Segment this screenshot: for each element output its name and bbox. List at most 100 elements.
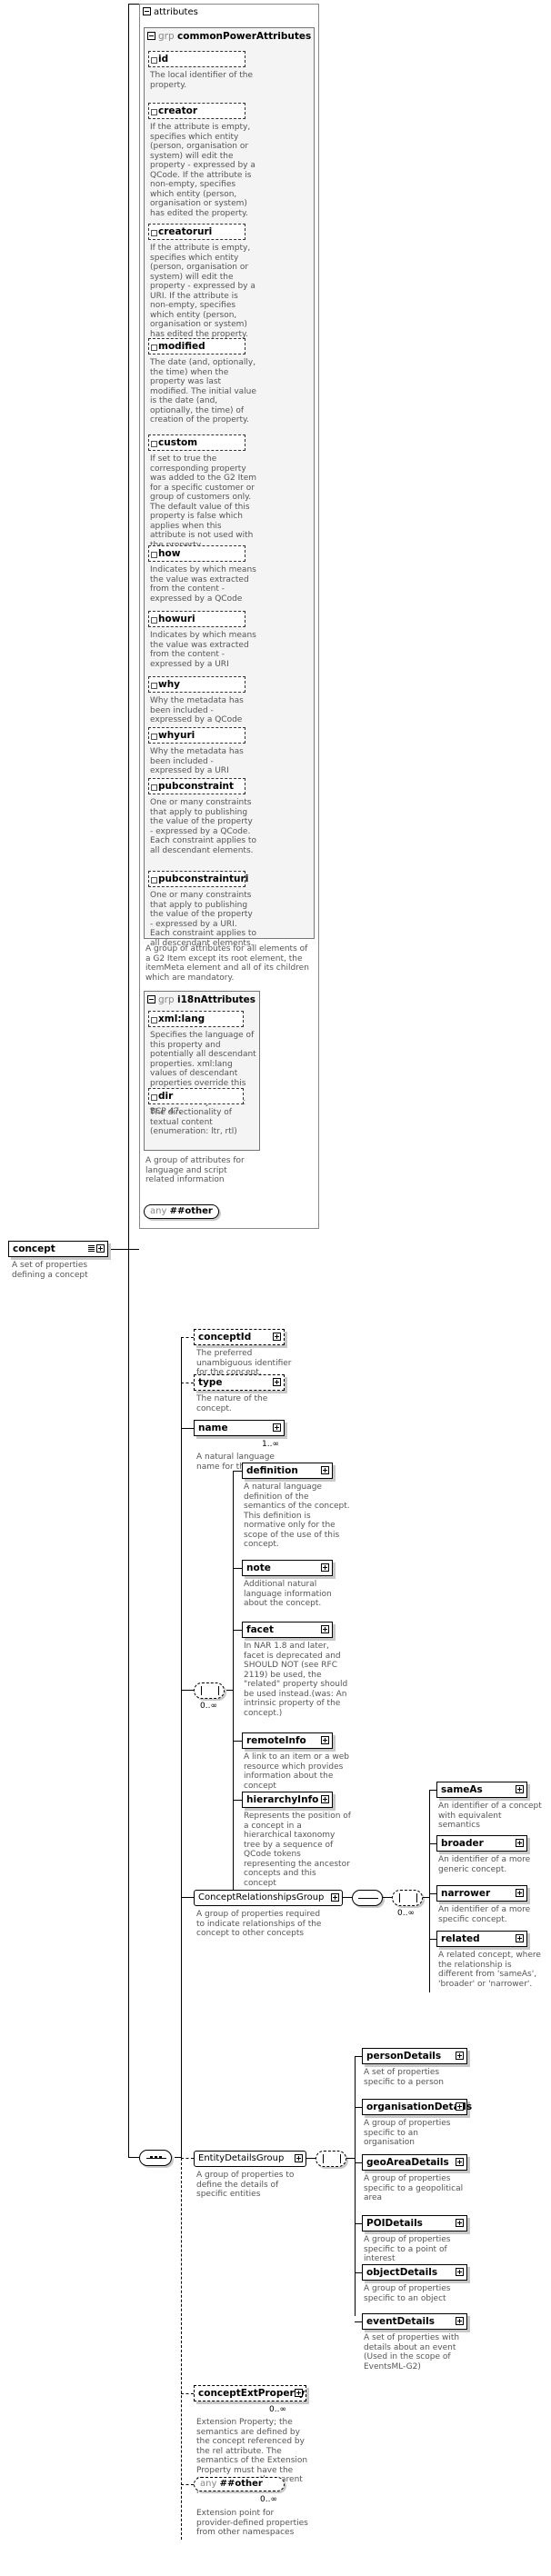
attribute-name: creatoruri — [158, 226, 213, 237]
element-hierarchyInfo[interactable]: hierarchyInfo — [242, 1792, 333, 1808]
expand-icon[interactable] — [321, 1563, 329, 1572]
connector — [128, 1249, 139, 1250]
attribute-icon — [151, 617, 157, 624]
expand-icon[interactable] — [273, 1333, 281, 1341]
collapse-icon[interactable] — [147, 32, 155, 40]
attribute-description: If the attribute is empty, specifies whi… — [150, 123, 255, 218]
element-eventDetails[interactable]: eventDetails — [362, 2313, 467, 2330]
element-description: An identifier of a more specific concept… — [438, 1905, 531, 1924]
expand-icon[interactable] — [516, 1839, 524, 1847]
group-description: A group of attributes for all elements o… — [145, 944, 309, 983]
expand-icon[interactable] — [456, 2102, 464, 2111]
element-remoteInfo[interactable]: remoteInfo — [242, 1732, 333, 1749]
attribute-description: Indicates by which means the value was e… — [150, 631, 256, 669]
expand-icon[interactable] — [321, 1795, 329, 1803]
attribute-modified[interactable]: modified — [148, 338, 245, 354]
element-broader[interactable]: broader — [436, 1835, 527, 1852]
expand-icon[interactable] — [516, 1934, 524, 1942]
element-organisationDetails[interactable]: organisationDetails — [362, 2099, 472, 2115]
expand-icon[interactable] — [321, 1466, 329, 1474]
element-related[interactable]: related — [436, 1931, 527, 1947]
group-header[interactable]: grp commonPowerAttributes — [147, 31, 311, 42]
element-conceptId[interactable]: conceptId — [194, 1329, 285, 1345]
element-description: A group of properties specific to an org… — [364, 2119, 451, 2147]
attribute-name: pubconstrainturi — [158, 874, 249, 884]
element-facet[interactable]: facet — [242, 1622, 333, 1638]
attribute-pubconstraint[interactable]: pubconstraint — [148, 778, 245, 794]
attribute-pubconstrainturi[interactable]: pubconstrainturi — [148, 871, 249, 887]
sequence-compositor[interactable] — [139, 2150, 172, 2166]
expand-icon[interactable] — [456, 2052, 464, 2060]
expand-icon[interactable] — [295, 2389, 303, 2397]
attribute-xml-lang[interactable]: xml:lang — [148, 1011, 244, 1027]
expand-icon[interactable] — [321, 1625, 329, 1633]
element-concept-ext-property[interactable]: conceptExtProperty — [194, 2385, 306, 2401]
choice-occurrence: 0..∞ — [200, 1702, 217, 1711]
attribute-description: One or many constraints that apply to pu… — [150, 891, 256, 948]
concept-relationships-group[interactable]: ConceptRelationshipsGroup — [194, 1890, 343, 1906]
element-geoAreaDetails[interactable]: geoAreaDetails — [362, 2154, 467, 2171]
expand-icon[interactable] — [456, 2158, 464, 2166]
element-type[interactable]: type — [194, 1374, 285, 1391]
expand-icon[interactable] — [456, 2317, 464, 2325]
expand-icon[interactable] — [96, 1244, 105, 1253]
element-narrower[interactable]: narrower — [436, 1885, 527, 1902]
dot — [150, 2156, 153, 2159]
attribute-description: The date (and, optionally, the time) whe… — [150, 358, 256, 424]
group-description: A group of properties to define the deta… — [196, 2171, 295, 2199]
attribute-creatoruri[interactable]: creatoruri — [148, 224, 245, 240]
expand-icon[interactable] — [295, 2154, 303, 2162]
entity-details-group[interactable]: EntityDetailsGroup — [194, 2151, 306, 2167]
attribute-description: One or many constraints that apply to pu… — [150, 798, 256, 855]
any-other-element[interactable]: any ##other — [194, 2477, 285, 2491]
connector — [181, 2393, 194, 2394]
connector — [355, 2321, 362, 2322]
sequence-compositor[interactable] — [352, 1890, 383, 1906]
choice-compositor[interactable] — [194, 1682, 225, 1699]
element-definition[interactable]: definition — [242, 1463, 333, 1479]
expand-icon[interactable] — [321, 1736, 329, 1744]
element-POIDetails[interactable]: POIDetails — [362, 2215, 467, 2232]
root-element-concept[interactable]: concept — [8, 1241, 108, 1257]
element-personDetails[interactable]: personDetails — [362, 2048, 467, 2064]
expand-icon[interactable] — [273, 1423, 281, 1432]
attribute-icon — [151, 877, 157, 884]
choice-compositor[interactable] — [316, 2151, 346, 2167]
connector — [429, 1843, 436, 1844]
group-header[interactable]: grp i18nAttributes — [147, 994, 255, 1005]
expand-icon[interactable] — [331, 1893, 339, 1902]
expand-icon[interactable] — [456, 2268, 464, 2276]
attribute-why[interactable]: why — [148, 676, 245, 693]
element-objectDetails[interactable]: objectDetails — [362, 2264, 467, 2281]
expand-icon[interactable] — [516, 1889, 524, 1897]
grp-label: grp — [158, 994, 175, 1005]
attribute-how[interactable]: how — [148, 545, 245, 562]
any-other-attribute[interactable]: any ##other — [144, 1204, 219, 1219]
expand-icon[interactable] — [516, 1785, 524, 1793]
attribute-dir[interactable]: dir — [148, 1088, 244, 1104]
attribute-creator[interactable]: creator — [148, 103, 245, 119]
element-note[interactable]: note — [242, 1560, 333, 1576]
connector — [429, 1790, 430, 1992]
attribute-custom[interactable]: custom — [148, 434, 245, 451]
expand-icon[interactable] — [456, 2219, 464, 2227]
attributes-header[interactable]: attributes — [143, 7, 198, 17]
element-name: conceptExtProperty — [198, 2388, 306, 2399]
element-sameAs[interactable]: sameAs — [436, 1782, 527, 1798]
element-description: A natural language definition of the sem… — [244, 1483, 350, 1549]
connector — [306, 2158, 316, 2159]
choice-icon — [323, 2154, 341, 2163]
attribute-whyuri[interactable]: whyuri — [148, 727, 245, 744]
attribute-name: howuri — [158, 614, 195, 624]
element-name[interactable]: name — [194, 1420, 285, 1436]
connector — [233, 1471, 242, 1472]
attribute-id[interactable]: id — [148, 51, 245, 67]
connector — [181, 1337, 182, 2158]
expand-icon[interactable] — [273, 1378, 281, 1386]
collapse-icon[interactable] — [147, 995, 155, 1003]
choice-compositor[interactable] — [392, 1890, 423, 1906]
element-occurrence: 1..∞ — [262, 1440, 279, 1449]
connector — [181, 2158, 194, 2159]
attribute-howuri[interactable]: howuri — [148, 611, 245, 627]
collapse-icon[interactable] — [143, 7, 151, 15]
